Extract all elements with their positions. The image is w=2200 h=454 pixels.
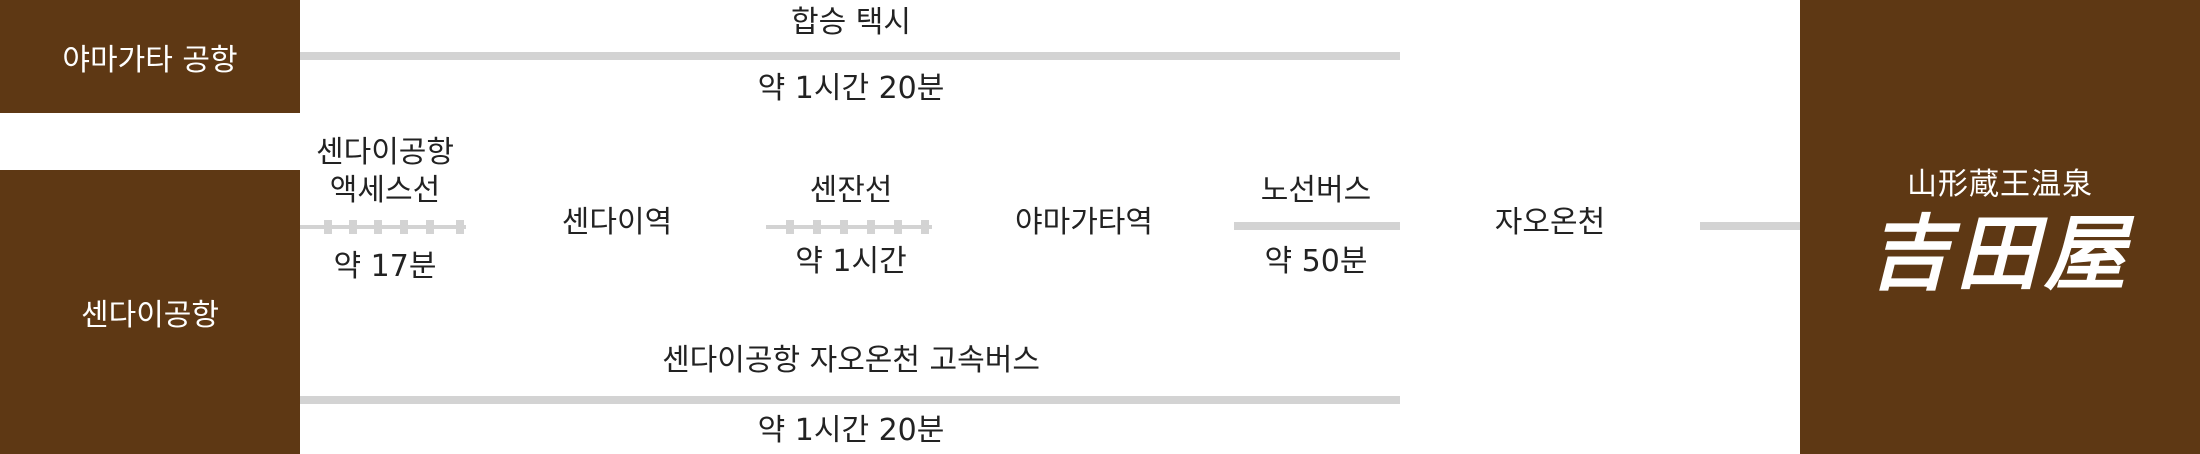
rail-tick [349, 220, 357, 234]
shared-taxi-time: 약 1시간 20분 [757, 71, 945, 106]
yamagata-station: 야마가타역 [1015, 205, 1153, 240]
airport-access-rail-bar [300, 225, 466, 229]
rail-tick [786, 220, 794, 234]
route-bus-time: 약 50분 [1264, 244, 1368, 279]
route-bus-line [1234, 222, 1400, 230]
sendai-station: 센다이역 [561, 205, 673, 240]
senzan-line-label: 센잔선 [809, 173, 893, 208]
senzan-line-rail-bar [766, 225, 932, 229]
rail-tick [374, 220, 382, 234]
rail-tick [324, 220, 332, 234]
airport-access-label-line1: 센다이공항 [316, 135, 454, 170]
senzan-line-time: 약 1시간 [795, 244, 907, 279]
highway-bus-line [300, 396, 1400, 404]
rail-tick [894, 220, 902, 234]
zao-onsen: 자오온천 [1494, 205, 1606, 240]
airport-access-label: 센다이공항 액세스선 [316, 134, 454, 209]
highway-bus-time: 약 1시간 20분 [757, 413, 945, 448]
shared-taxi-label: 합승 택시 [791, 5, 911, 40]
shared-taxi-line [300, 52, 1400, 60]
rail-tick [921, 220, 929, 234]
yamagata-airport-box: 야마가타 공항 [0, 0, 300, 113]
airport-access-label-line2: 액세스선 [329, 172, 441, 208]
destination-subtitle: 山形蔵王温泉 [1907, 167, 2093, 202]
destination-box: 山形蔵王温泉 吉田屋 [1800, 0, 2200, 454]
airport-access-time: 약 17분 [333, 249, 437, 284]
rail-tick [867, 220, 875, 234]
sendai-airport-box: 센다이공항 [0, 170, 300, 454]
sendai-airport-label: 센다이공항 [81, 298, 219, 333]
yamagata-airport-label: 야마가타 공항 [62, 42, 238, 78]
route-bus-label: 노선버스 [1260, 173, 1372, 208]
rail-tick [400, 220, 408, 234]
highway-bus-label: 센다이공항 자오온천 고속버스 [662, 343, 1040, 378]
rail-tick [456, 220, 464, 234]
zao-to-destination-line [1700, 222, 1800, 230]
destination-logo: 吉田屋 [1868, 206, 2132, 302]
rail-tick [840, 220, 848, 234]
rail-tick [426, 220, 434, 234]
rail-tick [813, 220, 821, 234]
